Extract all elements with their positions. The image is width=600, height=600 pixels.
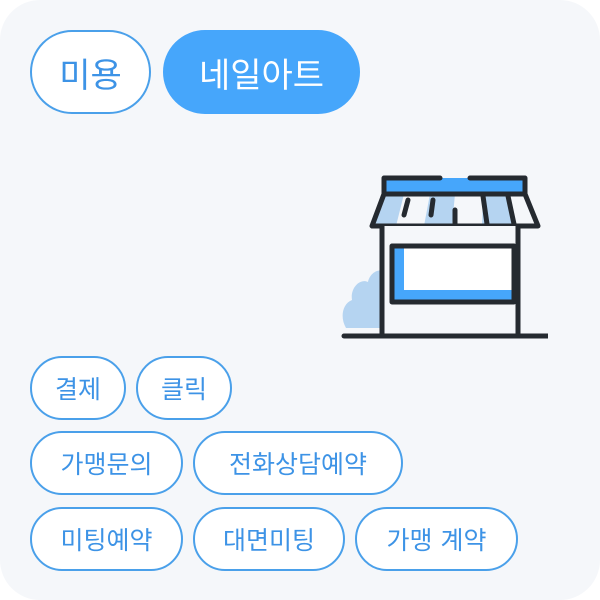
action-label: 클릭 bbox=[160, 375, 207, 404]
category-tag-beauty[interactable]: 미용 bbox=[30, 30, 151, 114]
action-tag-in-person-meeting[interactable]: 대면미팅 bbox=[193, 507, 345, 571]
action-label: 대면미팅 bbox=[222, 526, 315, 555]
storefront-icon bbox=[341, 175, 548, 339]
action-label: 가맹문의 bbox=[60, 450, 153, 479]
action-label: 결제 bbox=[54, 375, 101, 404]
action-tag-meeting-booking[interactable]: 미팅예약 bbox=[30, 507, 183, 571]
category-label: 미용 bbox=[59, 55, 122, 96]
action-tag-franchise-inquiry[interactable]: 가맹문의 bbox=[30, 431, 183, 495]
action-tag-franchise-contract[interactable]: 가맹 계약 bbox=[355, 507, 518, 571]
action-label: 가맹 계약 bbox=[386, 526, 487, 555]
category-label: 네일아트 bbox=[198, 55, 325, 96]
action-label: 전화상담예약 bbox=[228, 450, 367, 479]
category-tag-nail-art[interactable]: 네일아트 bbox=[163, 30, 360, 114]
action-tag-click[interactable]: 클릭 bbox=[136, 356, 232, 420]
action-label: 미팅예약 bbox=[60, 526, 153, 555]
action-tag-phone-consult[interactable]: 전화상담예약 bbox=[193, 431, 403, 495]
action-tag-payment[interactable]: 결제 bbox=[30, 356, 126, 420]
